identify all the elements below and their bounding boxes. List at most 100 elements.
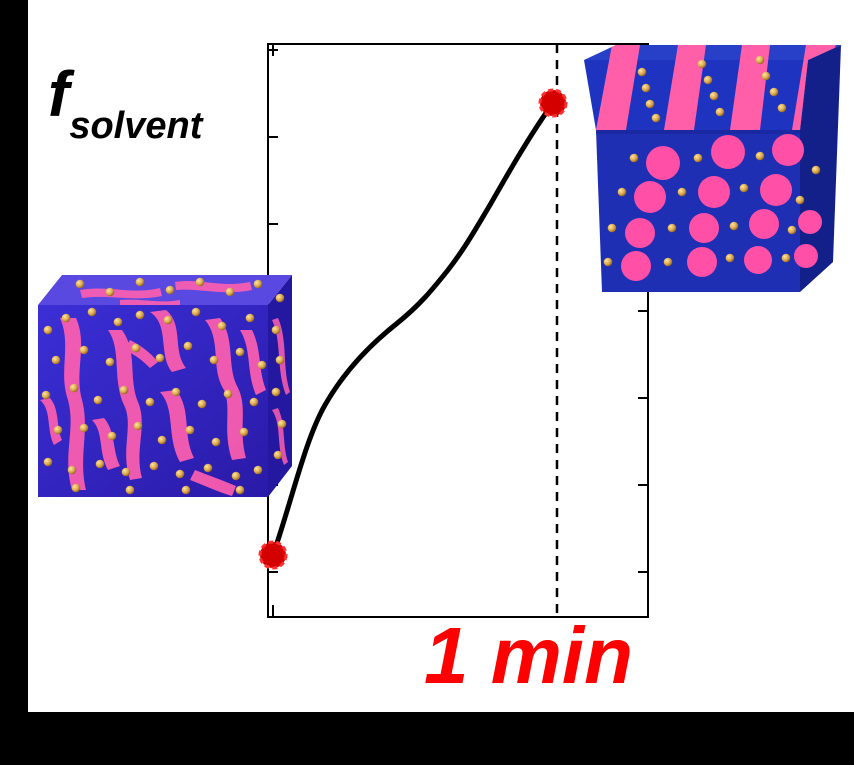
nanoparticle (41, 390, 51, 400)
nanoparticle (603, 257, 613, 267)
cylinder-disc (711, 135, 745, 169)
nanoparticle (645, 99, 655, 109)
nanoparticle (135, 277, 145, 287)
nanoparticle (755, 151, 765, 161)
nanoparticle (617, 187, 627, 197)
cylinder-disc (689, 213, 719, 243)
nanoparticle (755, 55, 765, 65)
nanoparticle (135, 310, 145, 320)
nanoparticle (149, 461, 159, 471)
nanoparticle (211, 437, 221, 447)
nanoparticle (729, 221, 739, 231)
nanoparticle (715, 107, 725, 117)
nanoparticle (75, 279, 85, 289)
nanoparticle (697, 59, 707, 69)
nanoparticle (93, 395, 103, 405)
nanoparticle (225, 287, 235, 297)
nanoparticle (105, 287, 115, 297)
cylinder-disc (634, 181, 666, 213)
nanoparticle (223, 389, 233, 399)
nanoparticle (273, 450, 283, 460)
cylinder-disc (687, 247, 717, 277)
nanoparticle (795, 195, 805, 205)
nanoparticle (197, 399, 207, 409)
plot-frame (267, 43, 649, 618)
disordered-morphology-block-icon (38, 275, 292, 497)
nanoparticle (51, 355, 61, 365)
cylinder-disc (744, 246, 772, 274)
nanoparticle (703, 75, 713, 85)
nanoparticle (607, 223, 617, 233)
nanoparticle (163, 315, 173, 325)
nanoparticle (739, 183, 749, 193)
nanoparticle (125, 485, 135, 495)
y-axis-label-main: f (48, 58, 70, 130)
nanoparticle (157, 435, 167, 445)
nanoparticle (185, 425, 195, 435)
nanoparticle (667, 223, 677, 233)
cylinder-disc (646, 146, 680, 180)
nanoparticle (131, 343, 141, 353)
nanoparticle (217, 321, 227, 331)
nanoparticle (677, 187, 687, 197)
nanoparticle (249, 397, 259, 407)
nanoparticle (271, 387, 281, 397)
nanoparticle (275, 355, 285, 365)
nanoparticle (165, 285, 175, 295)
nanoparticle (171, 387, 181, 397)
nanoparticle (105, 357, 115, 367)
nanoparticle (781, 253, 791, 263)
time-marker-label: 1 min (424, 611, 633, 700)
solvent-fraction-curve (270, 100, 556, 558)
cylinder-disc (625, 218, 655, 248)
endpoint-ring (538, 88, 568, 118)
nanoparticle (203, 463, 213, 473)
nanoparticle (777, 103, 787, 113)
nanoparticle (69, 383, 79, 393)
nanoparticle (191, 307, 201, 317)
cylinder-disc (794, 244, 818, 268)
nanoparticle (231, 471, 241, 481)
nanoparticle (79, 423, 89, 433)
cylinder-disc (749, 209, 779, 239)
nanoparticle (61, 313, 71, 323)
nanoparticle (95, 459, 105, 469)
nanoparticle (239, 427, 249, 437)
nanoparticle (271, 325, 281, 335)
nanoparticle (107, 431, 117, 441)
endpoint-ring (258, 540, 288, 570)
nanoparticles-right (603, 55, 821, 267)
y-axis-label: fsolvent (48, 62, 202, 145)
nanoparticle (769, 87, 779, 97)
nanoparticle (87, 307, 97, 317)
nanoparticle (133, 421, 143, 431)
cylinder-disc (760, 174, 792, 206)
endpoint-marker (258, 540, 288, 570)
nanoparticle (181, 485, 191, 495)
nanoparticle (253, 465, 263, 475)
nanoparticle (145, 397, 155, 407)
nanoparticle (175, 469, 185, 479)
nanoparticle (709, 91, 719, 101)
nanoparticle (67, 465, 77, 475)
nanoparticle (787, 225, 797, 235)
cylinder-disc (798, 210, 822, 234)
nanoparticle (245, 313, 255, 323)
nanoparticle (71, 483, 81, 493)
nanoparticle (257, 360, 267, 370)
nanoparticle (53, 425, 63, 435)
nanoparticle (183, 341, 193, 351)
endpoint-dot (540, 90, 566, 116)
plot-border (267, 43, 649, 618)
endpoint-markers (258, 88, 568, 570)
nanoparticle (253, 279, 263, 289)
endpoint-dot (260, 542, 286, 568)
ordered-cylinder-morphology-block-icon (584, 45, 841, 292)
endpoint-marker (538, 88, 568, 118)
nanoparticle (651, 113, 661, 123)
cylinder-disc (698, 176, 730, 208)
nanoparticle (209, 355, 219, 365)
cylinder-cross-sections (621, 134, 822, 281)
nanoparticle (629, 153, 639, 163)
